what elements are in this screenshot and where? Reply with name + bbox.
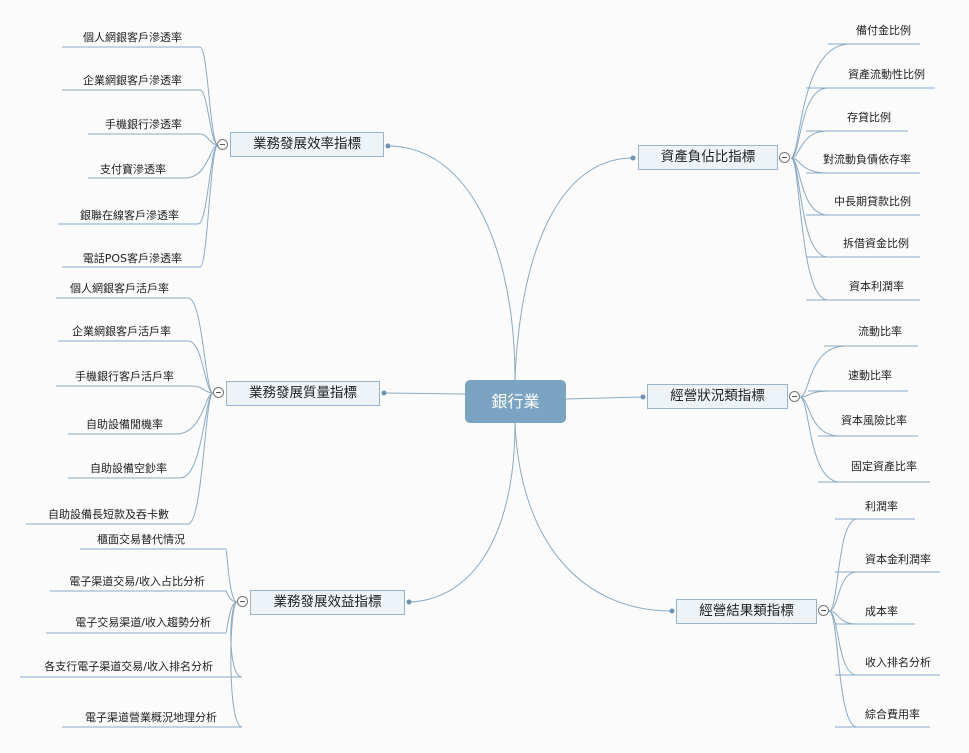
connector-dot: [381, 390, 387, 396]
topic-business-quality[interactable]: 業務發展質量指標: [226, 381, 380, 406]
subtopic-label[interactable]: 櫃面交易替代情況: [97, 533, 185, 546]
branch-link: [230, 601, 243, 678]
collapse-toggle-benefit[interactable]: [237, 596, 248, 607]
branch-link: [828, 571, 858, 612]
subtopic-label[interactable]: 手機銀行客戶活戶率: [75, 370, 174, 383]
subtopic-label[interactable]: 個人網銀客戶活戶率: [70, 282, 169, 295]
branch-link: [199, 144, 219, 268]
topic-business-efficiency[interactable]: 業務發展效率指標: [230, 132, 384, 157]
central-topic[interactable]: 銀行業: [465, 380, 566, 423]
center-link: [387, 145, 516, 381]
subtopic-label[interactable]: 資本風險比率: [841, 414, 907, 427]
branch-link: [828, 610, 858, 676]
branch-link: [199, 89, 219, 146]
branch-link: [799, 396, 841, 483]
branch-link: [187, 392, 214, 525]
subtopic-label[interactable]: 速動比率: [848, 369, 892, 382]
topic-operating-status[interactable]: 經營狀況類指標: [647, 384, 788, 409]
collapse-toggle-results[interactable]: [818, 605, 829, 616]
subtopic-label[interactable]: 電子渠道營業概況地理分析: [85, 711, 217, 724]
subtopic-label[interactable]: 資本金利潤率: [865, 553, 931, 566]
center-link: [514, 422, 673, 612]
subtopic-label[interactable]: 自助設備長短款及吞卡數: [48, 508, 169, 521]
branch-link: [199, 46, 219, 146]
subtopic-label[interactable]: 拆借資金比例: [843, 237, 909, 250]
center-link: [514, 157, 634, 381]
subtopic-label[interactable]: 企業網銀客戶滲透率: [83, 74, 182, 87]
collapse-toggle-efficiency[interactable]: [217, 139, 228, 150]
subtopic-label[interactable]: 電子渠道交易/收入占比分析: [69, 575, 205, 588]
branch-link: [790, 130, 829, 159]
branch-link: [799, 345, 847, 398]
branch-link: [225, 548, 238, 603]
center-link: [383, 392, 466, 395]
subtopic-label[interactable]: 企業網銀客戶活戶率: [72, 325, 171, 338]
collapse-toggle-status[interactable]: [789, 391, 800, 402]
subtopic-label[interactable]: 收入排名分析: [865, 656, 931, 669]
branch-link: [790, 157, 829, 216]
branch-link: [799, 396, 841, 437]
center-link: [408, 422, 516, 603]
branch-link: [184, 144, 219, 179]
collapse-toggle-quality[interactable]: [213, 387, 224, 398]
branch-link: [790, 43, 851, 159]
subtopic-label[interactable]: 固定資產比率: [851, 460, 917, 473]
branch-link: [828, 610, 858, 728]
subtopic-label[interactable]: 銀聯在線客戶滲透率: [80, 209, 179, 222]
topic-operating-results[interactable]: 經營結果類指標: [676, 599, 817, 624]
subtopic-label[interactable]: 流動比率: [858, 325, 902, 338]
subtopic-label[interactable]: 支付寶滲透率: [100, 163, 166, 176]
branch-link: [179, 392, 214, 479]
branch-link: [828, 518, 858, 612]
connector-dot: [640, 394, 646, 400]
subtopic-label[interactable]: 資本利潤率: [849, 280, 904, 293]
branch-link: [225, 590, 238, 603]
subtopic-label[interactable]: 個人網銀客戶滲透率: [83, 31, 182, 44]
subtopic-label[interactable]: 利潤率: [865, 500, 898, 513]
subtopic-label[interactable]: 電子交易渠道/收入趨勢分析: [75, 616, 211, 629]
branch-link: [197, 144, 219, 225]
subtopic-label[interactable]: 手機銀行滲透率: [105, 118, 182, 131]
connector-dot: [385, 143, 391, 149]
connector-dot: [406, 599, 412, 605]
subtopic-label[interactable]: 中長期貸款比例: [834, 195, 911, 208]
branch-link: [191, 385, 214, 394]
branch-link: [790, 157, 829, 301]
branch-link: [199, 133, 219, 146]
branch-link: [187, 297, 214, 394]
topic-business-benefit[interactable]: 業務發展效益指標: [250, 590, 405, 615]
subtopic-label[interactable]: 電話POS客戶滲透率: [82, 252, 182, 265]
branch-link: [187, 340, 214, 394]
subtopic-label[interactable]: 對流動負債依存率: [823, 153, 911, 166]
branch-link: [230, 601, 243, 728]
topic-asset-liability-ratio[interactable]: 資產負佔比指標: [638, 145, 778, 170]
subtopic-label[interactable]: 各支行電子渠道交易/收入排名分析: [44, 660, 213, 673]
center-link: [565, 396, 644, 400]
subtopic-label[interactable]: 綜合費用率: [865, 708, 920, 721]
collapse-toggle-asset[interactable]: [779, 152, 790, 163]
subtopic-label[interactable]: 成本率: [865, 605, 898, 618]
connector-dot: [630, 155, 636, 161]
subtopic-label[interactable]: 備付金比例: [856, 24, 911, 37]
connector-dot: [669, 608, 675, 614]
subtopic-label[interactable]: 資產流動性比例: [848, 68, 925, 81]
branch-link: [790, 87, 829, 159]
subtopic-label[interactable]: 自助設備閒機率: [86, 418, 163, 431]
subtopic-label[interactable]: 自助設備空鈔率: [90, 462, 167, 475]
subtopic-label[interactable]: 存貸比例: [847, 111, 891, 124]
